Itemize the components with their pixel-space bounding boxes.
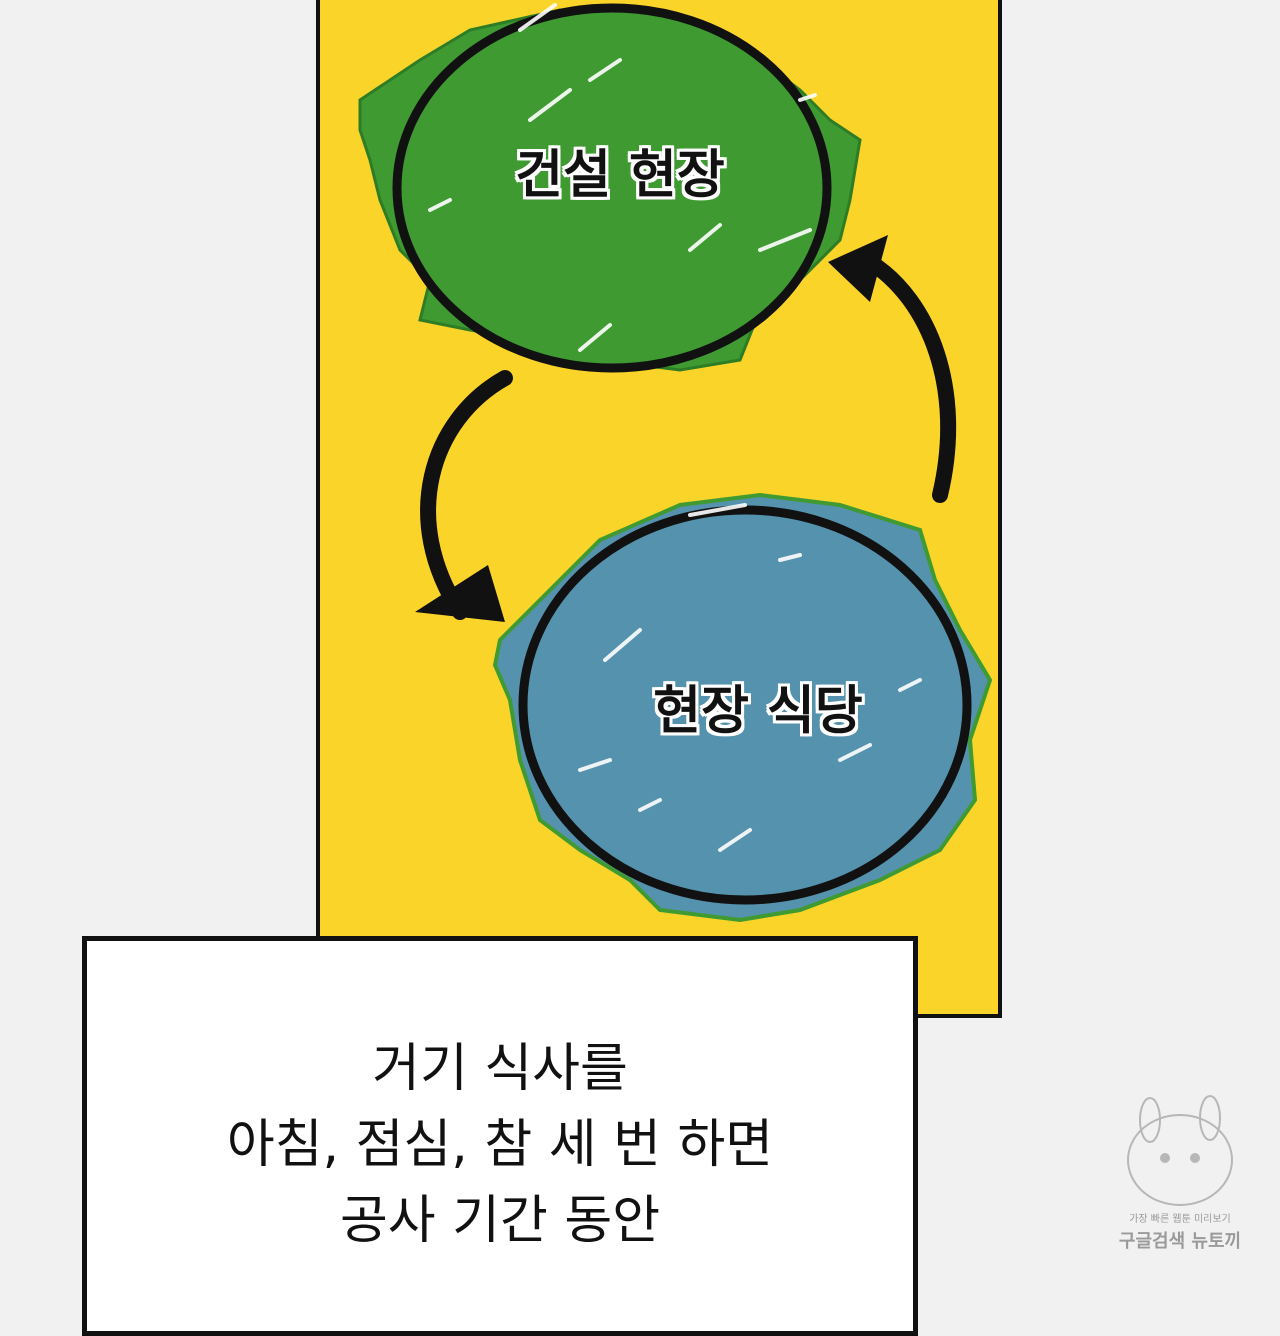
- watermark-mascot: [1127, 1095, 1233, 1206]
- watermark-line-2: 구글검색 뉴토끼: [1118, 1231, 1242, 1252]
- arrow-to-construction: [828, 235, 957, 503]
- watermark-line-1: 가장 빠른 웹툰 미리보기: [1129, 1214, 1231, 1225]
- construction-site-label: 건설 현장: [515, 145, 725, 206]
- caption-line: 아침, 점심, 참 세 번 하면: [226, 1115, 774, 1175]
- construction-bubble-circle: [392, 3, 832, 373]
- caption-line: 공사 기간 동안: [339, 1191, 661, 1251]
- arrow-to-cafeteria: [415, 370, 513, 622]
- cycle-diagram: [358, 3, 1233, 1206]
- construction-site-bubble: [358, 3, 862, 373]
- caption-text: 거기 식사를 아침, 점심, 참 세 번 하면 공사 기간 동안: [87, 1031, 913, 1259]
- site-cafeteria-label: 현장 식당: [653, 681, 863, 742]
- caption-line: 거기 식사를: [372, 1039, 628, 1099]
- caption-box: 거기 식사를 아침, 점심, 참 세 번 하면 공사 기간 동안: [82, 936, 918, 1336]
- cafeteria-bubble-circle: [518, 505, 972, 905]
- watermark-text: 가장 빠른 웹툰 미리보기 구글검색 뉴토끼: [1100, 1210, 1260, 1253]
- site-cafeteria-bubble: [492, 492, 993, 923]
